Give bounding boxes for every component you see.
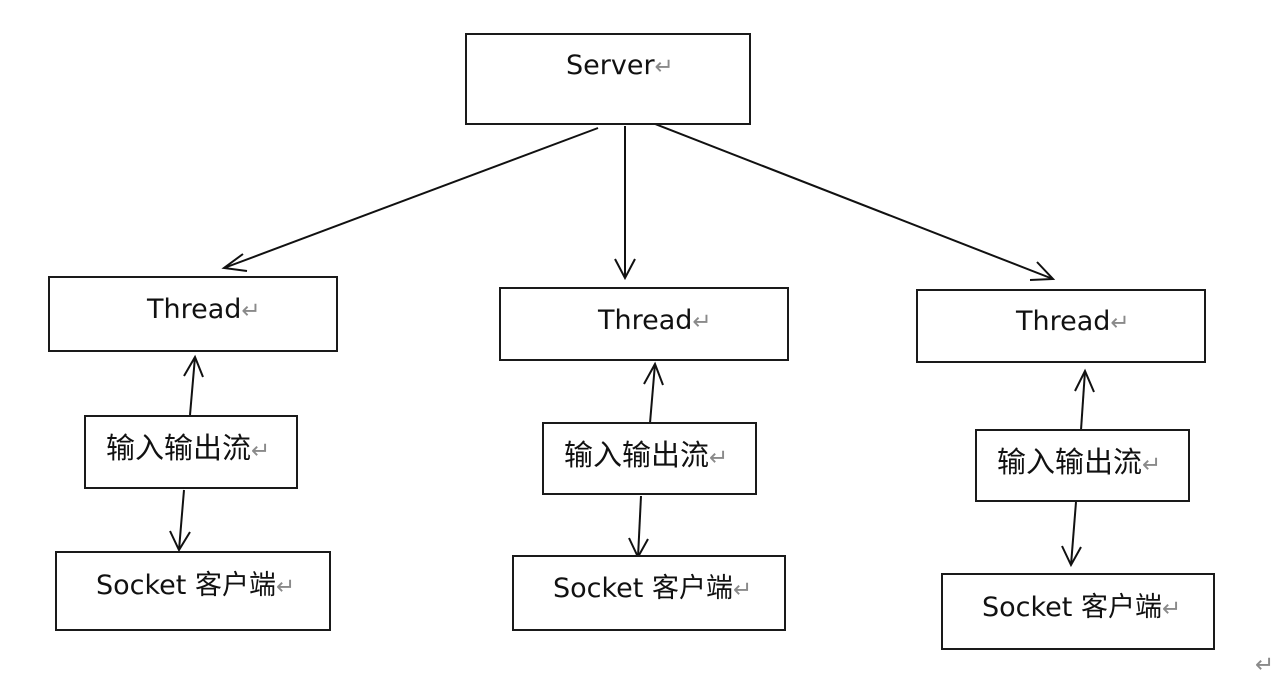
return-mark-icon: ↵	[275, 574, 296, 600]
edge-server-thread-1	[223, 127, 599, 269]
return-mark-icon: ↵	[1142, 452, 1162, 478]
arrowhead-client-3-down	[1061, 545, 1082, 568]
return-mark-icon: ↵	[1161, 596, 1182, 622]
stream-label-3: 输入输出流↵	[997, 448, 1161, 477]
client-box-1	[55, 551, 331, 631]
arrowhead-stream-3-up	[1074, 368, 1095, 393]
arrowhead-stream-2-up	[643, 361, 664, 386]
thread-label-3: Thread↵	[1016, 308, 1130, 335]
arrowhead-thread-1	[221, 253, 248, 272]
thread-label-2: Thread↵	[598, 307, 712, 334]
page-end-return-mark-icon: ↵	[1255, 652, 1275, 678]
return-mark-icon: ↵	[732, 577, 753, 603]
thread-box-3	[916, 289, 1206, 363]
client-label-text-3: Socket 客户端	[982, 592, 1162, 623]
stream-label-text-2: 输入输出流	[564, 438, 710, 472]
client-label-text-1: Socket 客户端	[96, 570, 276, 601]
thread-label-text-1: Thread	[147, 294, 242, 325]
return-mark-icon: ↵	[709, 445, 729, 471]
arrowhead-thread-2	[614, 258, 636, 281]
arrowhead-stream-1-up	[183, 354, 204, 378]
edge-stream-3-client-3	[1070, 501, 1077, 566]
server-box	[465, 33, 751, 125]
server-label-text: Server	[566, 50, 655, 81]
thread-label-text-3: Thread	[1016, 306, 1111, 337]
return-mark-icon: ↵	[251, 438, 271, 464]
stream-label-text-3: 输入输出流	[997, 445, 1143, 479]
client-label-1: Socket 客户端↵	[96, 572, 295, 599]
stream-label-1: 输入输出流↵	[106, 434, 270, 463]
stream-box-3	[975, 429, 1190, 502]
client-label-2: Socket 客户端↵	[553, 575, 752, 602]
client-label-3: Socket 客户端↵	[982, 594, 1181, 621]
client-label-text-2: Socket 客户端	[553, 573, 733, 604]
edge-server-thread-3	[649, 121, 1054, 280]
return-mark-icon: ↵	[1110, 310, 1130, 336]
stream-label-text-1: 输入输出流	[106, 431, 252, 465]
thread-label-1: Thread↵	[147, 296, 261, 323]
arrowhead-client-1-down	[169, 530, 191, 553]
return-mark-icon: ↵	[654, 54, 674, 80]
stream-box-2	[542, 422, 757, 495]
client-box-3	[941, 573, 1215, 650]
client-box-2	[512, 555, 786, 631]
server-label: Server↵	[566, 52, 674, 79]
edge-stream-1-thread-1	[189, 356, 196, 416]
edge-stream-2-client-2	[637, 495, 642, 558]
stream-box-1	[84, 415, 298, 489]
edge-stream-3-thread-3	[1080, 370, 1086, 431]
thread-box-1	[48, 276, 338, 352]
return-mark-icon: ↵	[692, 309, 712, 335]
edge-stream-1-client-1	[178, 489, 185, 551]
thread-box-2	[499, 287, 789, 361]
edge-stream-2-thread-2	[649, 363, 656, 424]
arrowhead-thread-3	[1029, 261, 1056, 281]
stream-label-2: 输入输出流↵	[564, 441, 728, 470]
return-mark-icon: ↵	[241, 298, 261, 324]
thread-label-text-2: Thread	[598, 305, 693, 336]
